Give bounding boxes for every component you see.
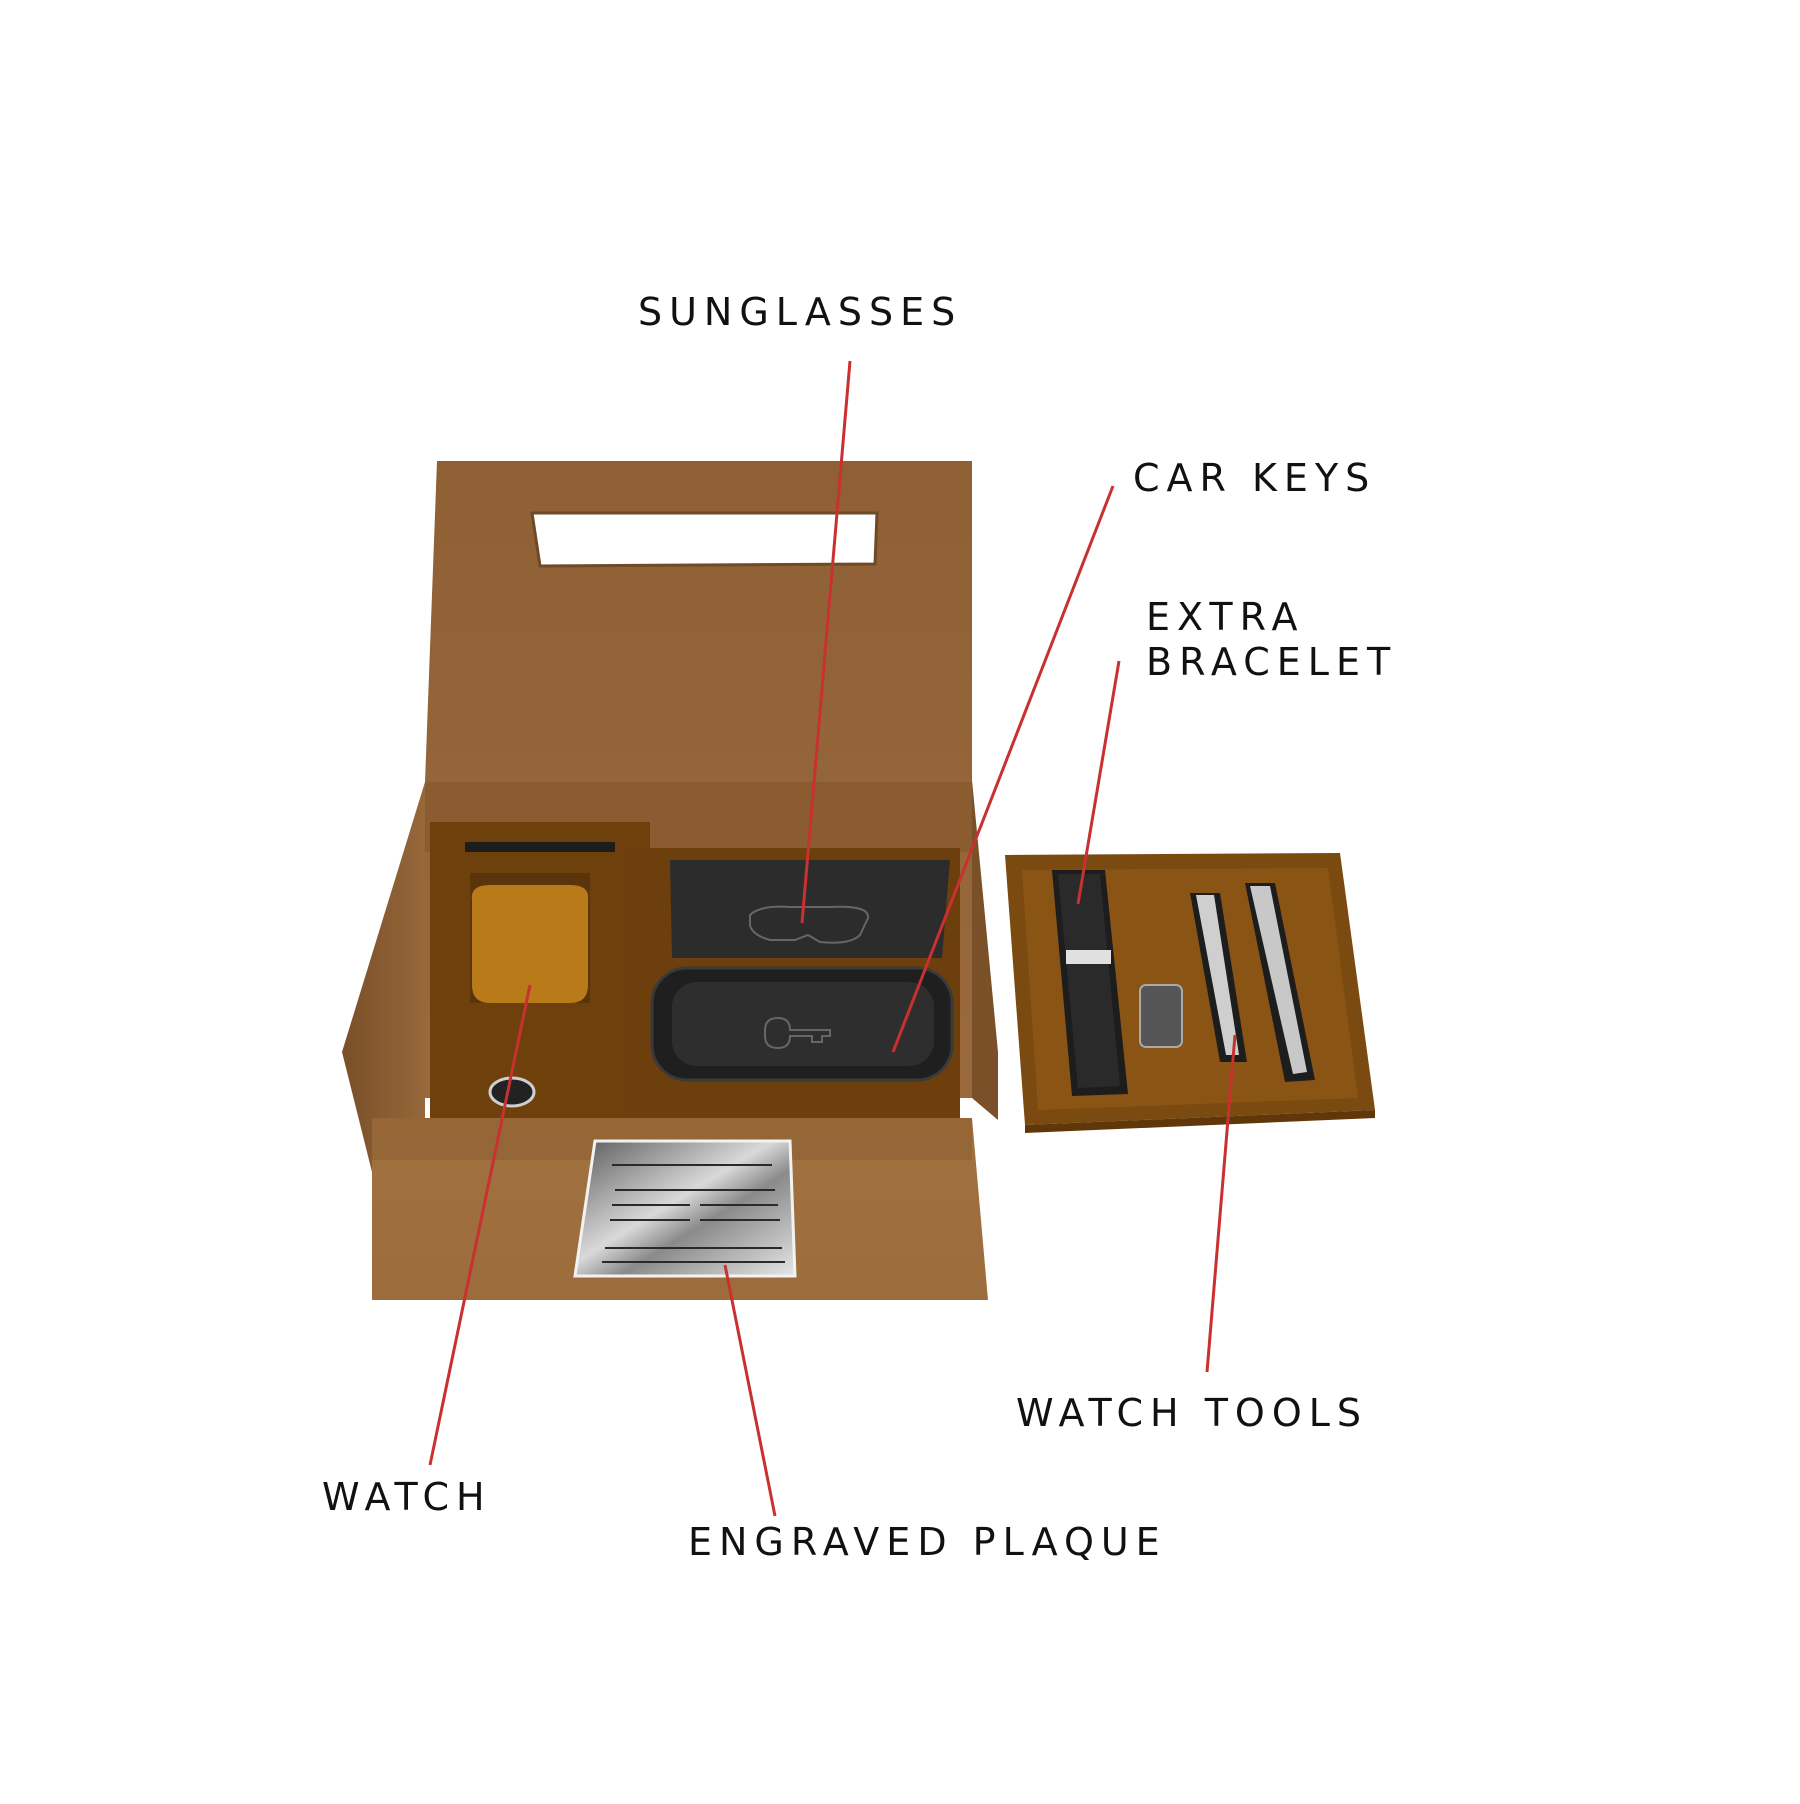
extra-bracelet-leader-line (1076, 660, 1121, 905)
watch-cushion (471, 885, 589, 1003)
watch-compartment-top-slot (465, 842, 615, 852)
box-right-wall (972, 780, 998, 1120)
lid-handle-slot (530, 511, 879, 568)
car-keys-leader-line (891, 485, 1115, 1053)
tool-tweezers (1250, 886, 1307, 1074)
watch-tools-label: WATCH TOOLS (1016, 1391, 1369, 1435)
engraved-plaque (573, 1139, 797, 1278)
accessory-tray-edge (1025, 1110, 1375, 1133)
watch-leader-line (428, 984, 532, 1466)
car-keys-foam (672, 982, 934, 1066)
box-left-side (342, 782, 425, 1172)
leader-lines (428, 360, 1237, 1517)
sunglasses-label: SUNGLASSES (638, 290, 963, 334)
tool-vial (1139, 984, 1183, 1048)
extra-bracelet-label-line-2: BRACELET (1146, 639, 1398, 684)
watch-label: WATCH (322, 1475, 492, 1519)
center-tray (625, 848, 960, 1120)
sunglasses-leader-line (800, 360, 852, 924)
sunglasses-outline (749, 905, 870, 944)
tool-screwdriver (1196, 895, 1239, 1055)
extra-bracelet-label: EXTRA BRACELET (1146, 595, 1397, 685)
watch-crown (488, 1076, 536, 1108)
watch-compartment (430, 822, 650, 1122)
accessory-tray (1005, 853, 1375, 1133)
watch-tools-leader-line (1205, 1034, 1237, 1373)
engraved-plaque-label: ENGRAVED PLAQUE (688, 1520, 1167, 1564)
main-box (342, 461, 998, 1300)
car-key-outline (764, 1016, 831, 1050)
engraved-plaque-leader-line (723, 1264, 777, 1517)
car-keys-label: CAR KEYS (1133, 456, 1377, 500)
sunglasses-foam (670, 860, 950, 958)
extra-bracelet (1058, 874, 1120, 1088)
plaque-plate (573, 1139, 797, 1278)
bracelet-buckle (1066, 950, 1111, 964)
front-flap-shadow (372, 1118, 972, 1160)
extra-bracelet-label-line-1: EXTRA (1146, 595, 1305, 639)
